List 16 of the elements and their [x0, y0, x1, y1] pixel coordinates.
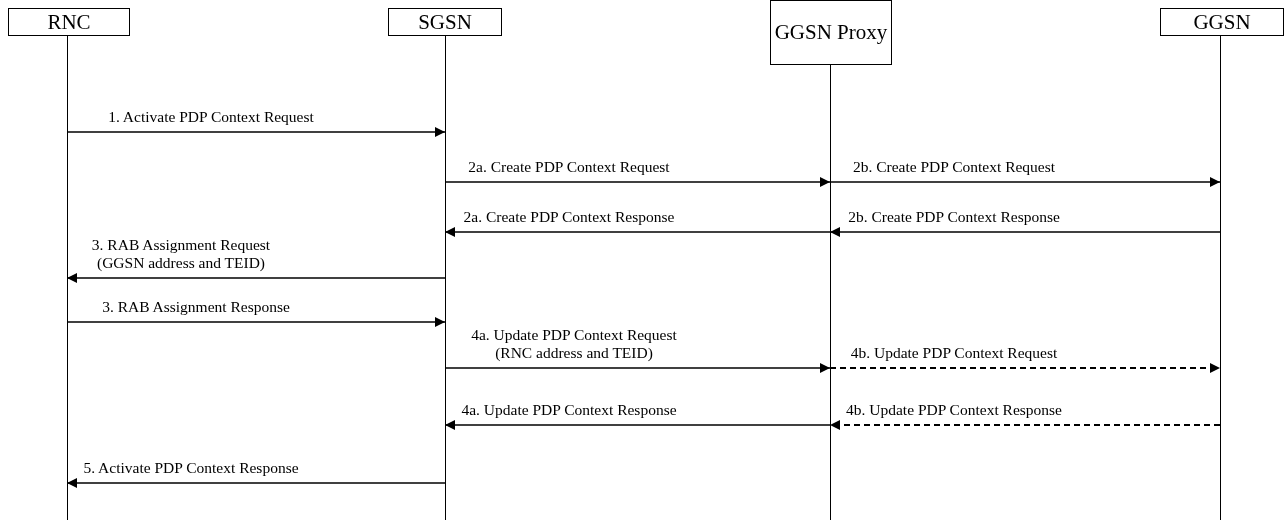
message-arrow: [829, 227, 1221, 237]
message-arrow: [444, 420, 831, 430]
message-arrow: [66, 127, 446, 137]
participant-name: RNC: [47, 10, 91, 33]
participant-name: SGSN: [418, 10, 472, 33]
message-arrow: [444, 227, 831, 237]
message-arrow: [830, 420, 1220, 430]
message-arrow: [66, 317, 446, 327]
message-arrow: [66, 478, 446, 488]
message-arrow: [830, 363, 1220, 373]
message-arrow: [444, 363, 831, 373]
message-arrow: [829, 177, 1221, 187]
message-arrow: [444, 177, 831, 187]
participant-name: GGSN Proxy: [774, 21, 888, 44]
participant-name: GGSN: [1193, 10, 1251, 33]
message-arrow: [66, 273, 446, 283]
